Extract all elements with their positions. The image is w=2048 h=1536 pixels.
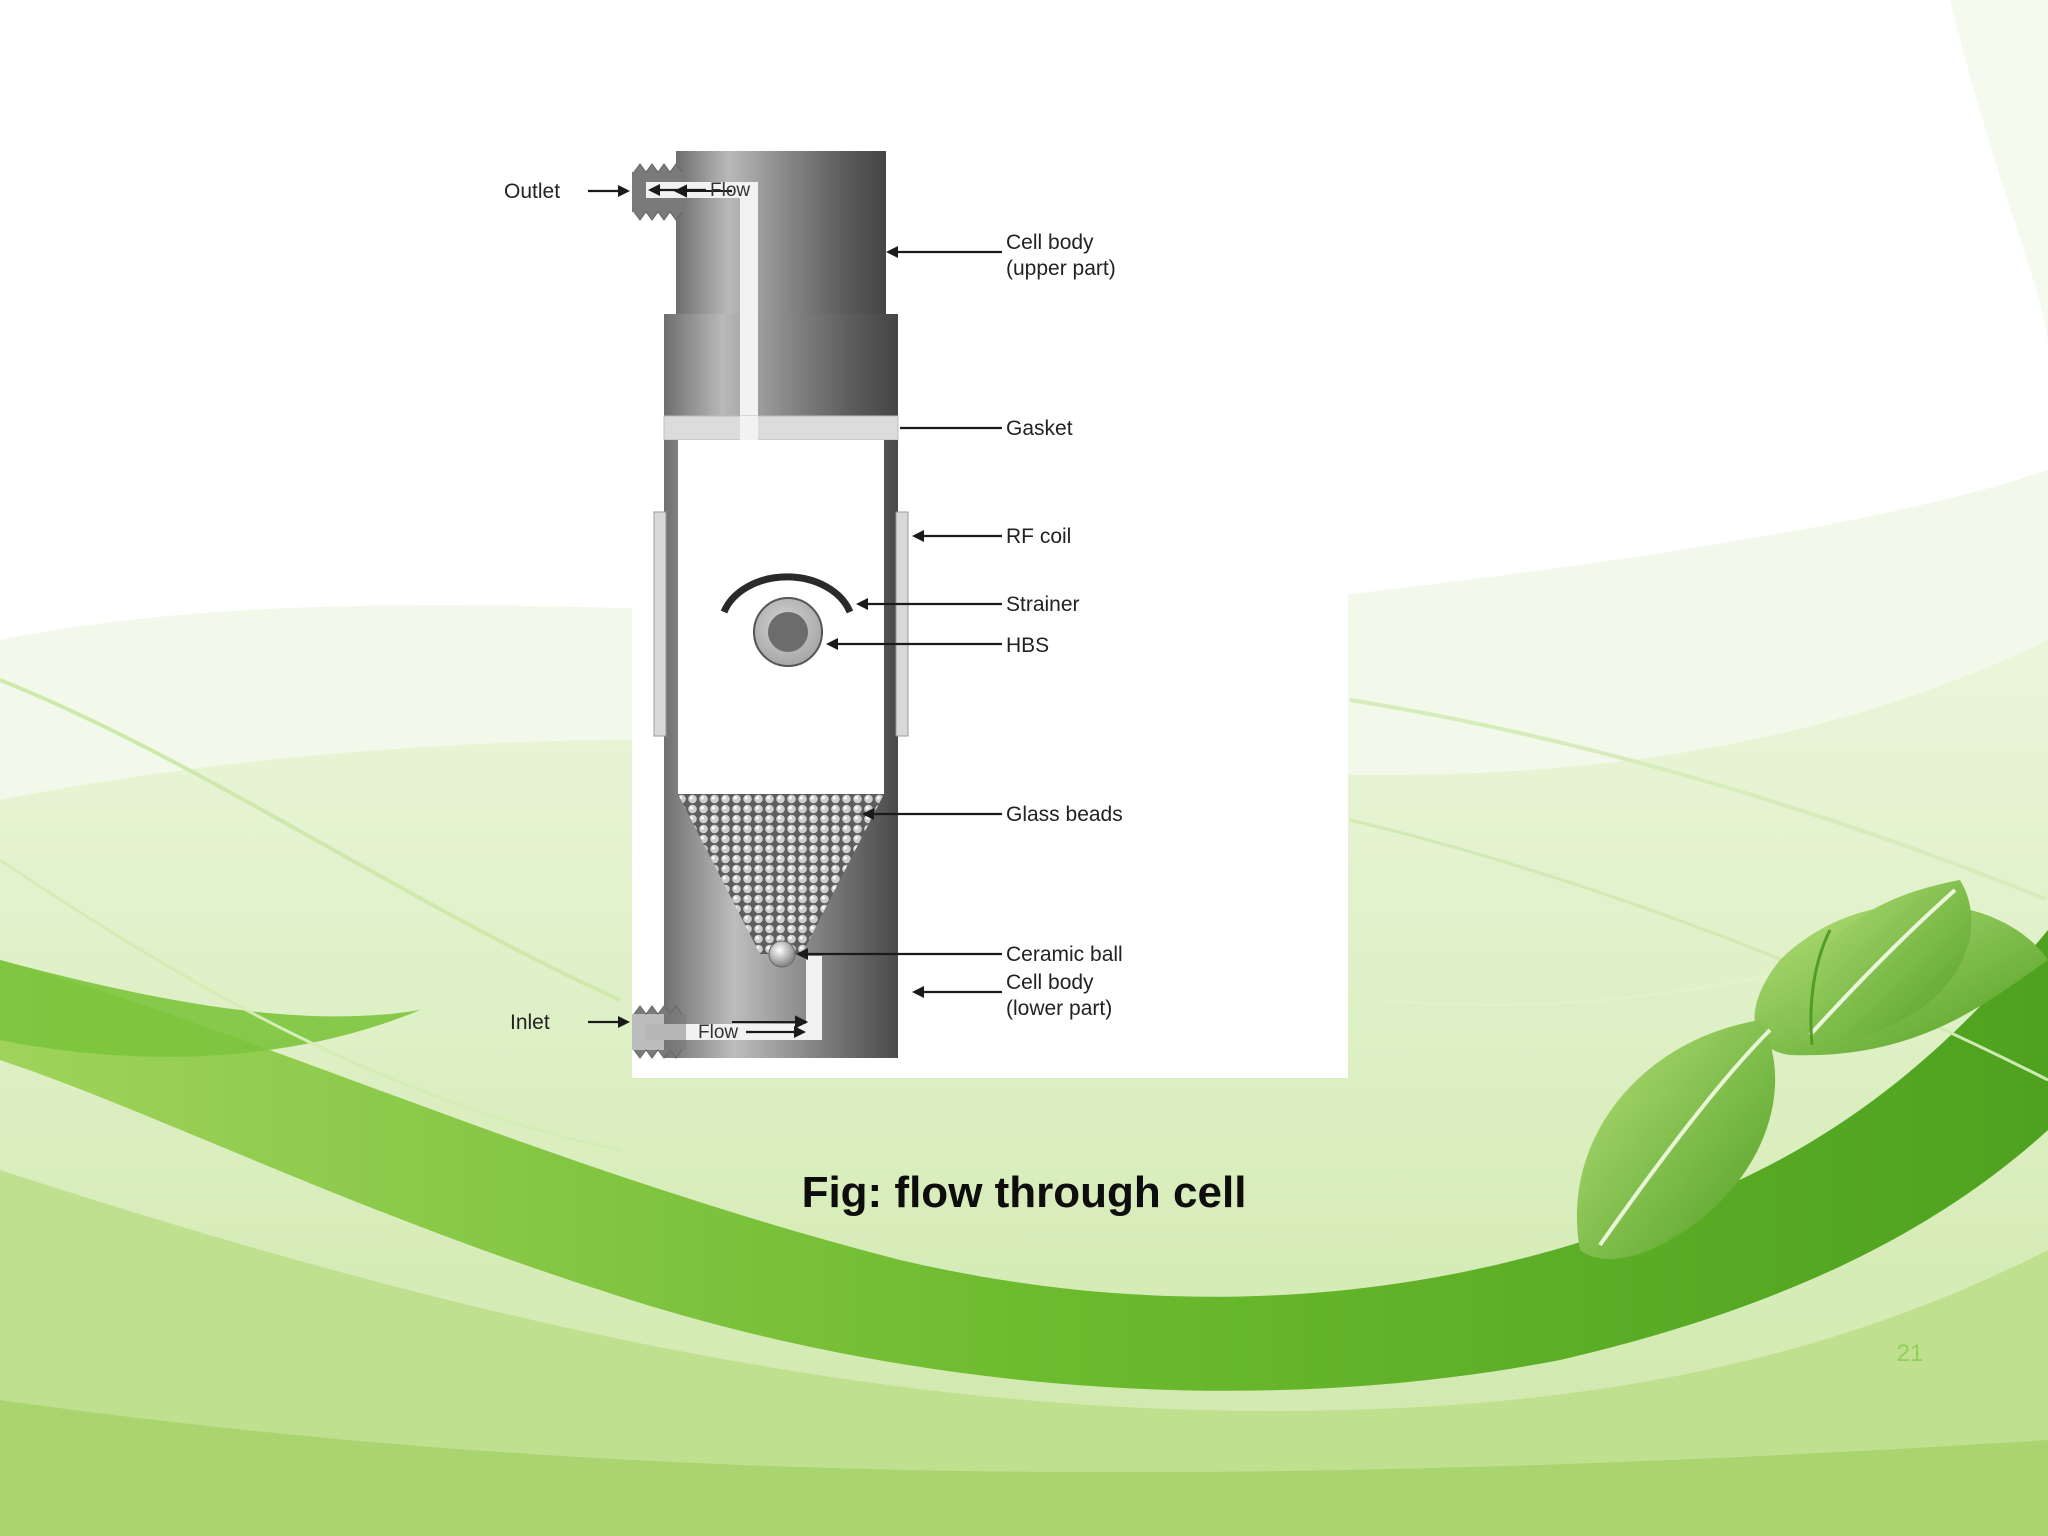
rf-coil-left xyxy=(653,511,667,737)
green-swoosh-left xyxy=(0,960,420,1057)
cell-body-upper-label-1: Cell body xyxy=(1006,231,1094,254)
leaf-small xyxy=(1798,880,1972,1046)
hbs-arrowhead xyxy=(826,638,838,650)
glass-beads-label: Glass beads xyxy=(1006,803,1123,826)
figure-caption: Fig: flow through cell xyxy=(801,1168,1247,1217)
hbs-label: HBS xyxy=(1006,634,1049,657)
flow-bottom-label: Flow xyxy=(698,1022,738,1043)
green-swoosh xyxy=(0,930,2048,1391)
strainer-arrowhead xyxy=(856,598,868,610)
lower-band xyxy=(0,1170,2048,1536)
thin-curve-2 xyxy=(0,858,621,1152)
flow-top-arrowhead xyxy=(648,184,660,196)
flow-through-cell-diagram xyxy=(632,151,909,1059)
ceramic-ball xyxy=(768,940,796,968)
thin-curve-1 xyxy=(0,678,621,1002)
gasket xyxy=(663,415,899,441)
labels-layer: Outlet Inlet Flow Flow Cell body (upper … xyxy=(504,180,1123,1043)
cell-body-upper-arrowhead xyxy=(886,246,898,258)
cell-body-lower-label-1: Cell body xyxy=(1006,971,1094,994)
cell-body-lower-arrowhead xyxy=(912,986,924,998)
rf-coil-right xyxy=(895,511,909,737)
bottom-band xyxy=(0,1400,2048,1536)
ceramic-ball-arrowhead xyxy=(796,948,808,960)
strainer-label: Strainer xyxy=(1006,593,1080,616)
outlet-label: Outlet xyxy=(504,180,560,203)
ceramic-ball-label: Ceramic ball xyxy=(1006,943,1123,966)
gasket-label: Gasket xyxy=(1006,417,1073,440)
thin-curve-3 xyxy=(1349,698,2048,902)
rf-coil-arrowhead xyxy=(912,530,924,542)
cell-body-upper-label-2: (upper part) xyxy=(1006,257,1116,280)
glass-beads-arrowhead xyxy=(862,808,874,820)
thin-curve-4 xyxy=(1349,818,2048,1082)
right-mint-region xyxy=(1950,0,2048,350)
rf-coil-label: RF coil xyxy=(1006,525,1071,548)
inlet-arrowhead xyxy=(618,1016,630,1028)
cell-body-lower-label-2: (lower part) xyxy=(1006,997,1112,1020)
hbs-inner xyxy=(768,612,808,652)
inlet-label: Inlet xyxy=(510,1011,550,1034)
slide-number: 21 xyxy=(1896,1340,1924,1367)
strainer xyxy=(720,573,854,614)
figure-panel: Outlet Inlet Flow Flow Cell body (upper … xyxy=(504,134,1348,1078)
flow-bottom-arrowhead xyxy=(794,1026,806,1038)
leader-lines-visible xyxy=(588,184,1002,1038)
outlet-arrowhead xyxy=(618,185,630,197)
flow-top-label: Flow xyxy=(710,180,750,201)
